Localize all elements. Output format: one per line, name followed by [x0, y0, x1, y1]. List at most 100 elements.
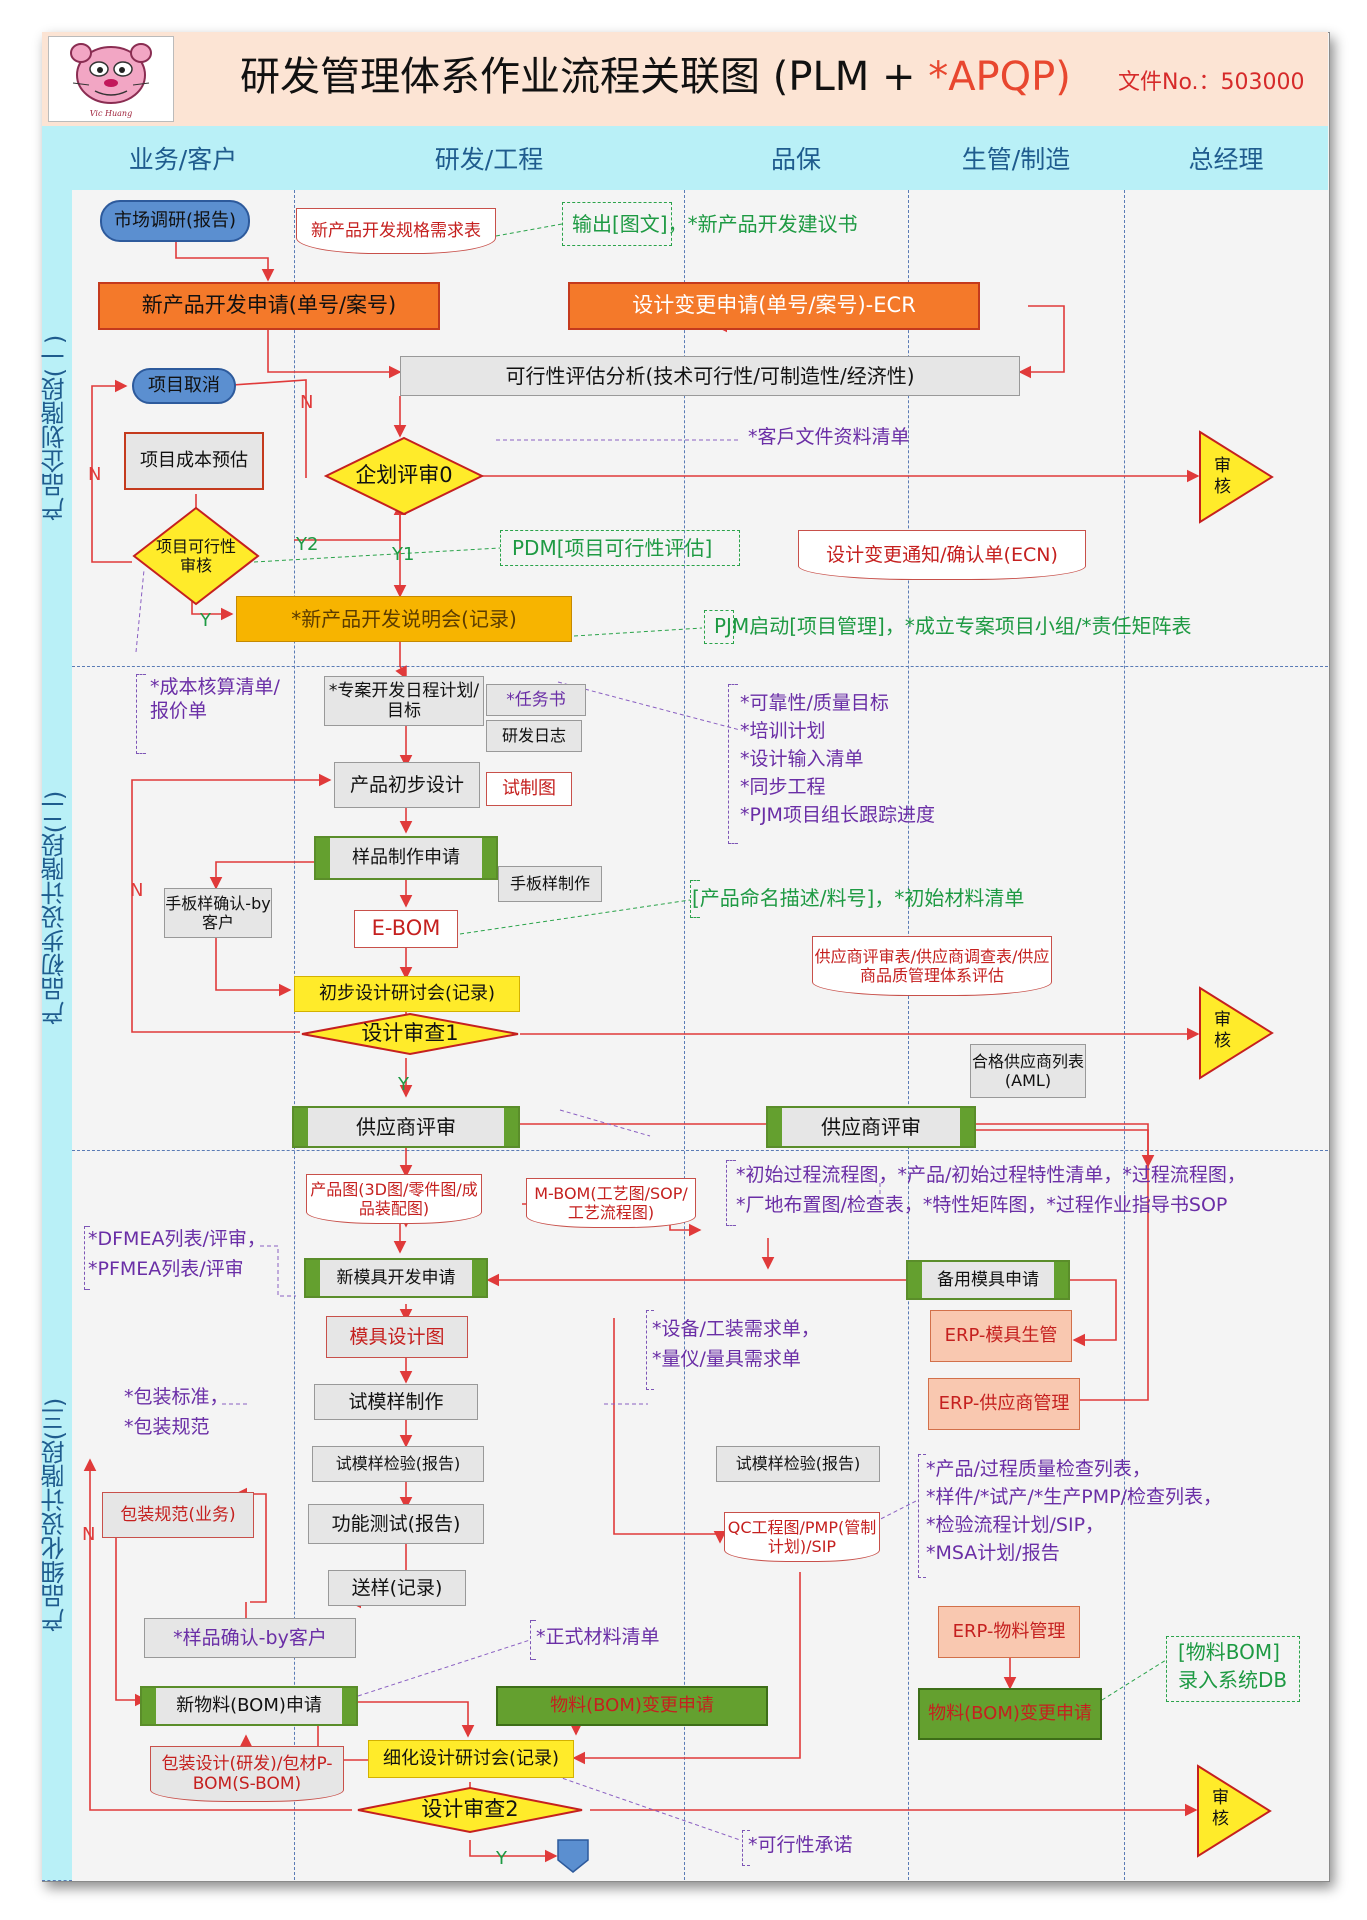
material-change-node: 物料(BOM)变更申请: [496, 1686, 768, 1726]
ecr-node: 设计变更申请(单号/案号)-ECR: [568, 282, 980, 330]
pack-std-line: *包装规范: [124, 1416, 210, 1438]
formal-material-bracket: [530, 1620, 536, 1660]
target-item: *设计输入清单: [740, 748, 864, 770]
briefing-node: *新产品开发说明会(记录): [236, 596, 572, 642]
pdm-note: PDM[项目可行性评估]: [512, 536, 713, 560]
dev-log-doc: 研发日志: [486, 720, 582, 752]
lane-divider: [72, 1150, 1328, 1151]
cost-estimate-node: 项目成本预估: [124, 432, 264, 490]
task-book-doc: *任务书: [486, 684, 586, 716]
naming-note-bracket: [690, 880, 700, 918]
label-y: Y: [199, 610, 212, 631]
quality-note-line: *产品/过程质量检查列表，: [926, 1458, 1151, 1480]
quality-note-bracket: [918, 1454, 926, 1578]
send-sample-node: 送样(记录): [328, 1570, 466, 1606]
output-note-frame: [562, 202, 672, 246]
prelim-design-node: 产品初步设计: [334, 762, 480, 808]
erp-supplier-node: ERP-供应商管理: [928, 1378, 1080, 1430]
mold-drawing-doc: 模具设计图: [326, 1316, 468, 1358]
audit-arrow-2: [1199, 986, 1274, 1080]
label-y: Y: [397, 1074, 410, 1095]
naming-note: [产品命名描述/料号]，*初始材料清单: [692, 886, 1025, 910]
label-n: N: [88, 464, 101, 485]
fmea-line: *DFMEA列表/评审，: [88, 1228, 266, 1250]
column-divider: [908, 190, 909, 1880]
pack-spec-doc: 包装规范(业务): [102, 1492, 254, 1538]
spec-request-doc: 新产品开发规格需求表: [296, 208, 496, 254]
pack-design-doc: 包装设计(研发)/包材P-BOM(S-BOM): [150, 1746, 344, 1802]
column-header-production: 生管/制造: [908, 126, 1125, 190]
equip-note-line: *设备/工装需求单，: [652, 1318, 820, 1340]
supplier-review-node-qa: 供应商评审: [766, 1106, 976, 1148]
fmea-line: *PFMEA列表/评审: [88, 1258, 244, 1280]
target-item: *PJM项目组长跟踪进度: [740, 804, 935, 826]
column-divider: [294, 190, 295, 1880]
customer-docs-note: *客戶文件资料清单: [748, 426, 910, 448]
material-bom-db-frame: [1166, 1636, 1300, 1702]
new-material-node: 新物料(BOM)申请: [140, 1686, 358, 1726]
qc-chart-doc: QC工程图/PMP(管制计划)/SIP: [724, 1512, 880, 1562]
material-bom-db-line: 录入系统DB: [1178, 1668, 1288, 1692]
ecn-doc: 设计变更通知/确认单(ECN): [798, 530, 1086, 580]
schedule-doc: *专案开发日程计划/目标: [324, 676, 484, 726]
column-header-qa: 品保: [684, 126, 909, 190]
design-review1-diamond: [301, 1012, 519, 1056]
cancel-node: 项目取消: [132, 368, 236, 404]
column-header-gm: 总经理: [1124, 126, 1328, 190]
feasibility-commit-bracket: [742, 1830, 750, 1866]
detail-meeting-node: 细化设计研讨会(记录): [368, 1740, 574, 1778]
document-number: 文件No.：503000: [1118, 70, 1305, 95]
output-note: 输出[图文]，*新产品开发建议书: [572, 212, 858, 236]
column-divider: [1124, 190, 1125, 1880]
column-divider: [684, 190, 685, 1880]
trial-inspect-node-qa: 试模样检验(报告): [716, 1446, 880, 1482]
sample-confirm-node: *样品确认-by客户: [144, 1618, 356, 1658]
planning-review-diamond: [324, 436, 484, 516]
label-y1: Y1: [391, 544, 414, 565]
trial-drawing-doc: 试制图: [486, 772, 572, 806]
market-research-node: 市场调研(报告): [100, 200, 250, 242]
spare-mold-node: 备用模具申请: [906, 1260, 1070, 1300]
product-drawing-doc: 产品图(3D图/零件图/成品装配图): [306, 1174, 482, 1224]
equip-note-bracket: [646, 1310, 654, 1390]
pjm-note-frame: [704, 610, 734, 644]
off-page-connector-icon: [557, 1839, 589, 1873]
page-title: 研发管理体系作业流程关联图 (PLM + *APQP): [240, 44, 1071, 102]
process-note-line: *初始过程流程图，*产品/初始过程特性清单，*过程流程图，: [736, 1164, 1246, 1186]
erp-material-node: ERP-物料管理: [938, 1606, 1080, 1658]
hand-sample-doc: 手板样制作: [498, 866, 602, 902]
sample-request-node: 样品制作申请: [314, 836, 498, 880]
feasibility-review-label: 项目可行性审核: [155, 536, 236, 575]
lane-phase-2: 产品初步设计階段(二): [41, 666, 72, 1151]
title-main: 研发管理体系作业流程关联图 (PLM +: [240, 54, 929, 100]
pink-panther-logo-icon: [70, 43, 152, 104]
label-n: N: [130, 880, 143, 901]
title-accent: *APQP): [928, 54, 1071, 100]
equip-note-line: *量仪/量具需求单: [652, 1348, 801, 1370]
design-review1-label: 设计审查1: [361, 1021, 459, 1046]
supplier-eval-doc: 供应商评审表/供应商调查表/供应商品质管理体系评估: [812, 936, 1052, 996]
feasibility-review-diamond: [132, 506, 260, 606]
aml-doc: 合格供应商列表(AML): [970, 1044, 1086, 1098]
formal-material-note: *正式材料清单: [536, 1626, 660, 1648]
label-y: Y: [495, 1848, 508, 1869]
column-header-rnd: 研发/工程: [294, 126, 685, 190]
material-bom-db-line: [物料BOM]: [1178, 1640, 1280, 1664]
supplier-review-node-rnd: 供应商评审: [292, 1106, 520, 1148]
quality-note-line: *检验流程计划/SIP，: [926, 1514, 1105, 1536]
quality-note-line: *样件/*试产/*生产PMP/检查列表，: [926, 1486, 1223, 1508]
logo: Vic Huang: [48, 36, 174, 122]
ebom-doc: E-BOM: [354, 910, 458, 948]
mbom-doc: M-BOM(工艺图/SOP/工艺流程图): [526, 1178, 696, 1228]
hand-confirm-doc: 手板样确认-by客户: [164, 888, 272, 938]
erp-mold-node: ERP-模具生管: [930, 1310, 1072, 1362]
logo-caption: Vic Huang: [89, 109, 133, 118]
planning-review-label: 企划评审0: [355, 463, 453, 488]
fmea-bracket: [84, 1226, 90, 1290]
audit-label-1: 审核: [1214, 456, 1231, 498]
new-mold-node: 新模具开发申请: [304, 1258, 488, 1298]
targets-bracket: [728, 684, 738, 844]
design-review2-diamond: [357, 1786, 583, 1834]
target-item: *同步工程: [740, 776, 826, 798]
cost-list-note: *成本核算清单/报价单: [150, 676, 280, 722]
